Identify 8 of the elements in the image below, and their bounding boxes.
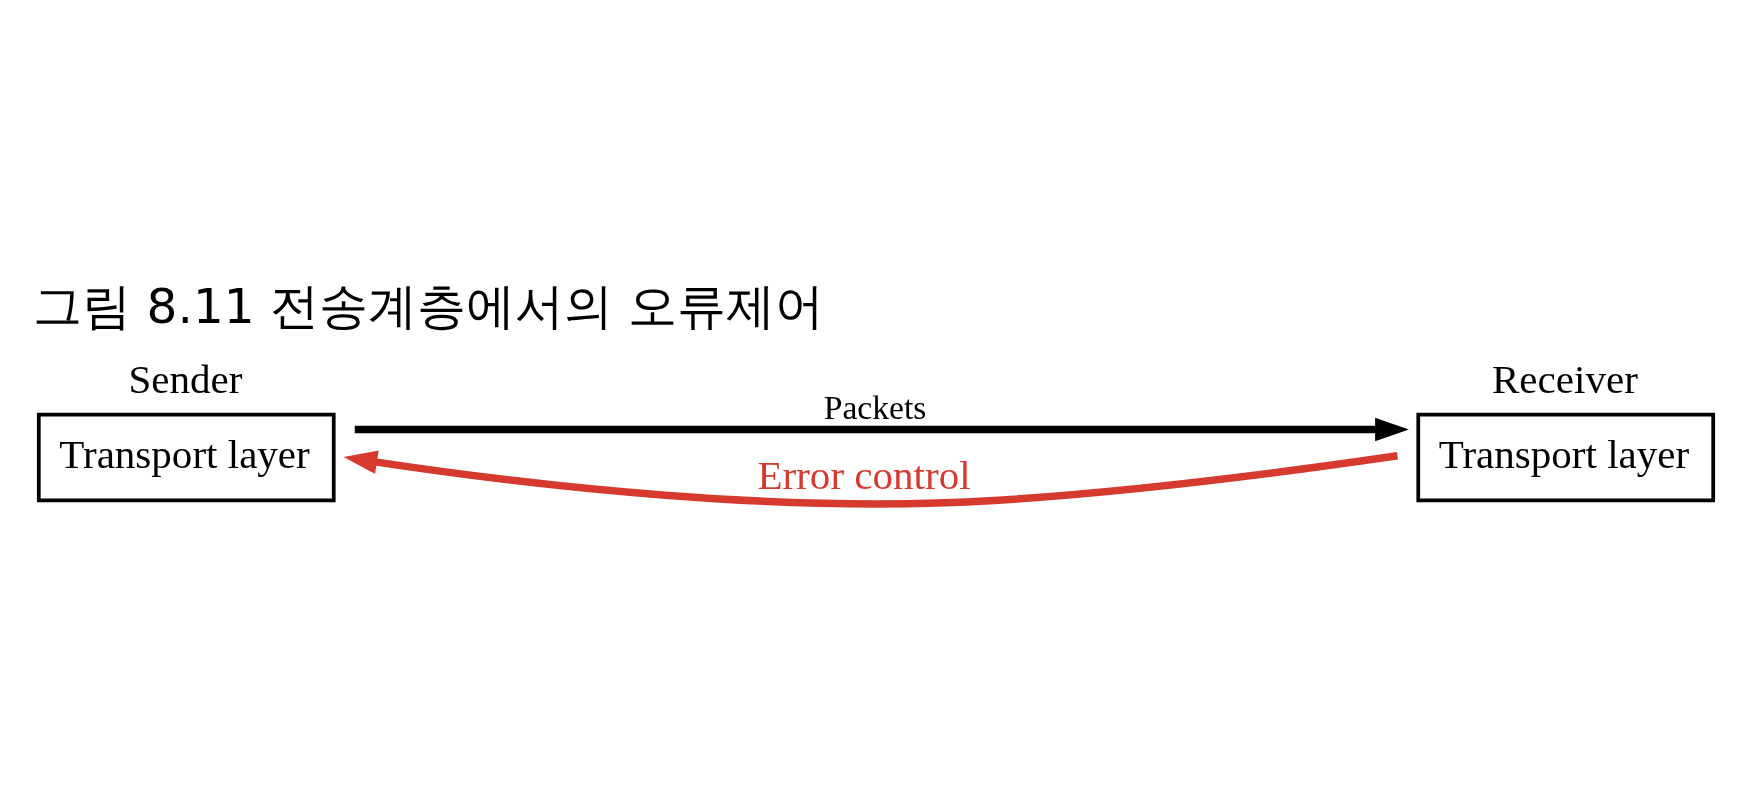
node-box: Transport layer <box>1416 412 1716 503</box>
edge-label: Packets <box>823 389 927 427</box>
node-box: Transport layer <box>36 412 336 503</box>
arrow <box>354 417 1409 442</box>
diagram-title: 그림 8.11 전송계층에서의 오류제어 <box>33 277 825 334</box>
node-label: Receiver <box>1492 356 1638 403</box>
node-label: Sender <box>128 356 243 403</box>
edge-label: Error control <box>757 451 971 498</box>
